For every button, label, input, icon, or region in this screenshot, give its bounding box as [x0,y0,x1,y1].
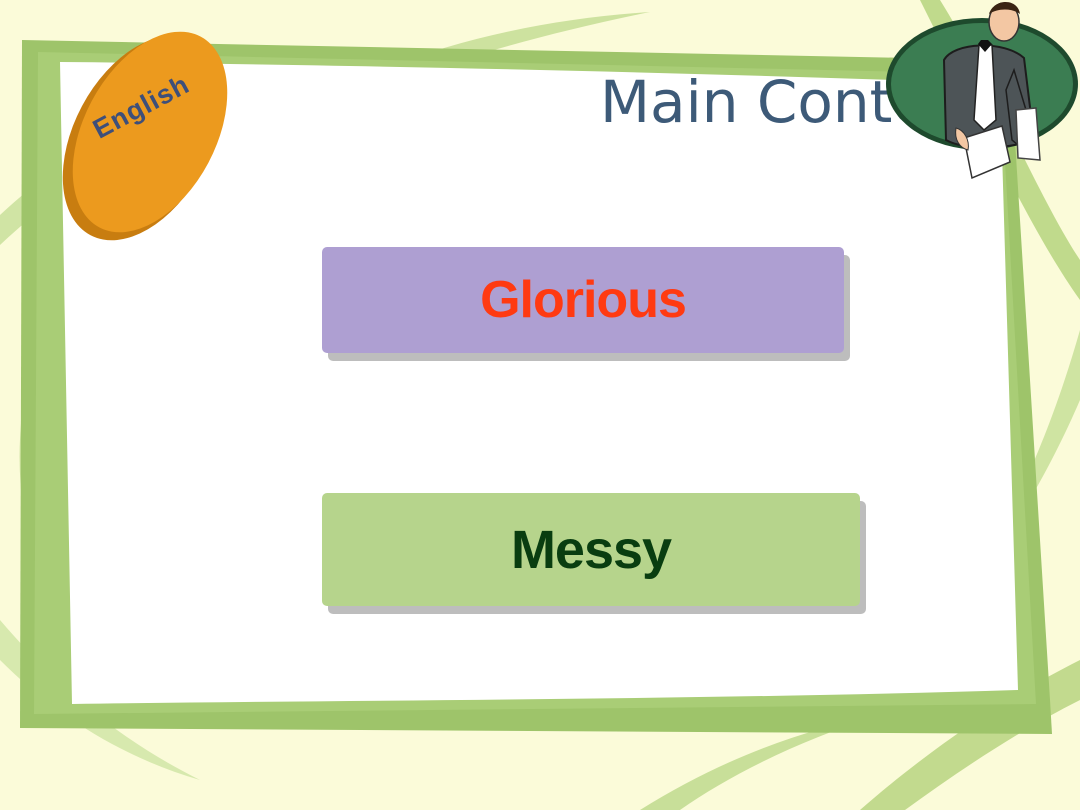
orange-disc-icon [62,31,228,241]
word-card-label: Messy [510,519,672,580]
word-card-messy[interactable]: Messy [322,493,860,606]
word-card-glorious[interactable]: Glorious [322,247,844,353]
word-card-label: Glorious [480,271,687,329]
waiter-icon [886,2,1078,180]
